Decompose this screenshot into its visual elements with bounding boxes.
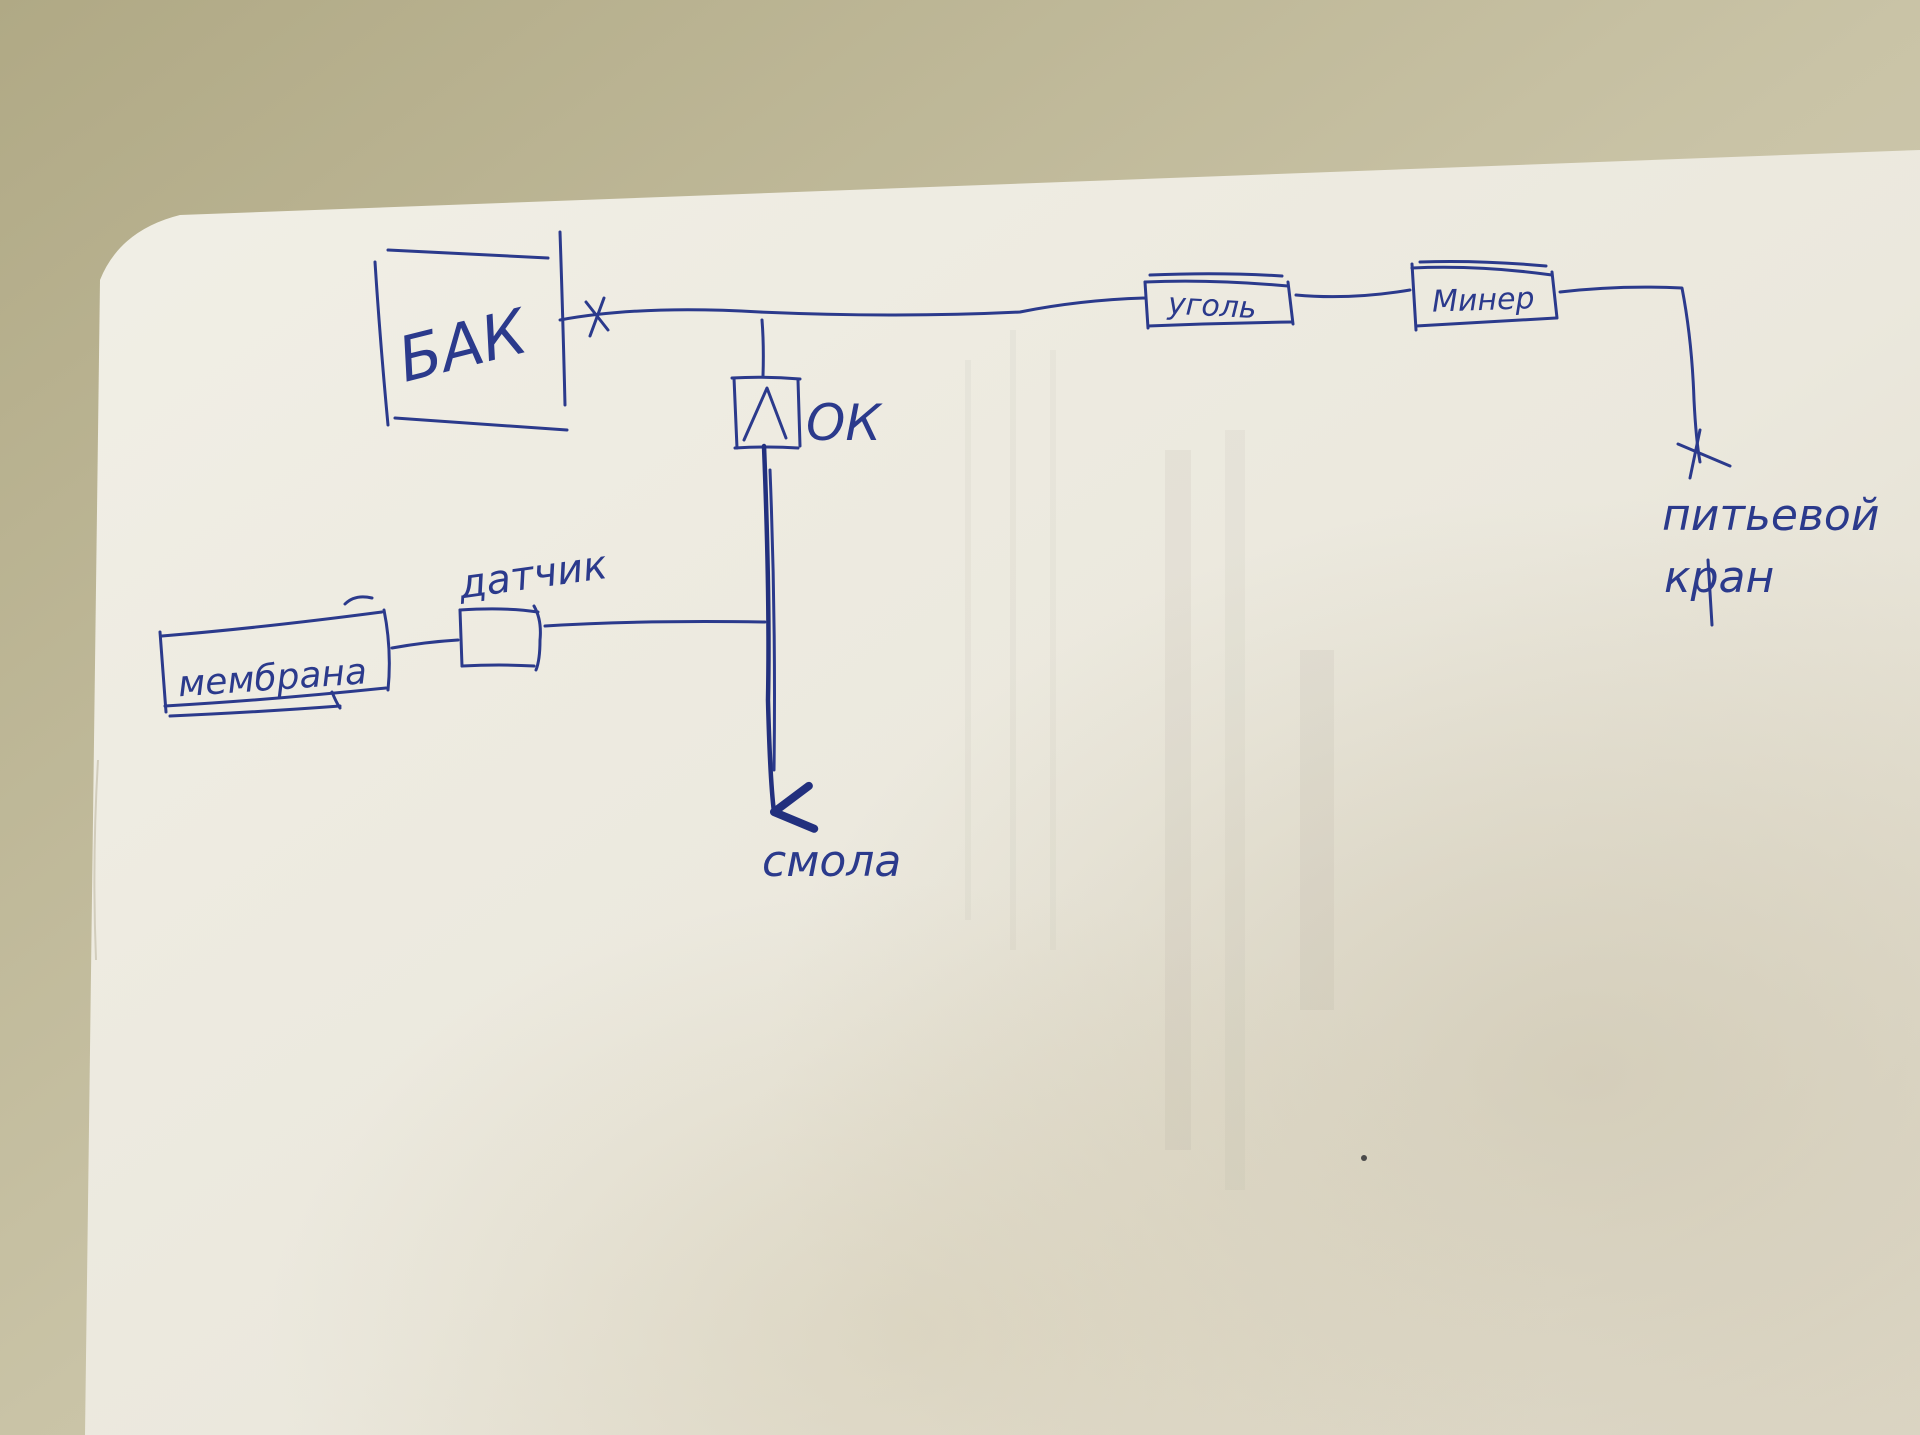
bleed-through-print [965,330,1334,1190]
pipe-membrane-to-sensor [390,638,460,650]
carbon-filter-label: уголь [1166,287,1257,327]
check-valve-stem [760,318,765,378]
tank-valve-cross-icon [584,296,610,338]
pipe-sensor-to-drain [543,620,767,628]
sensor-box [458,604,542,672]
resin-down-arrow [761,443,819,833]
pipe-carbon-to-mineralizer [1294,288,1412,299]
tap-label-line2: кран [1664,552,1774,603]
tap-valve-cross-icon [1676,428,1732,480]
check-valve-box [730,375,802,450]
membrane-box [158,595,391,718]
mineralizer-box [1410,260,1559,332]
resin-label: смола [762,836,901,887]
main-pipe [558,296,1147,322]
tap-label-line1: питьевой [1662,490,1879,541]
carbon-filter-box [1143,272,1295,330]
pipe-to-tap [1558,285,1702,464]
check-valve-label: ОК [806,394,883,452]
mineralizer-label: Минер [1431,281,1535,320]
